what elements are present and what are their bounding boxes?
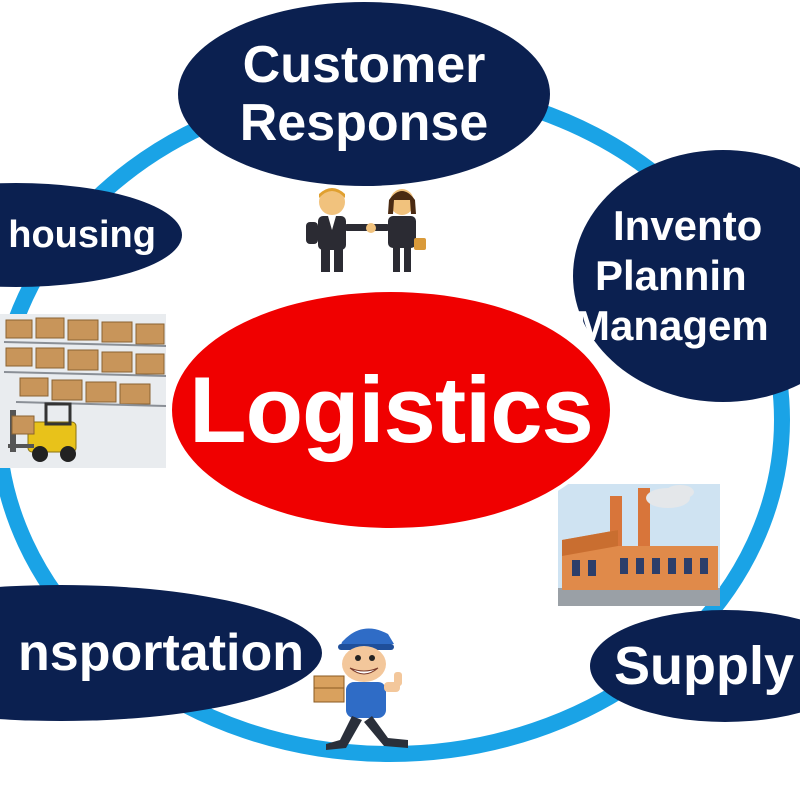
customer-response-node: Customer Response bbox=[178, 2, 550, 186]
inventory-planning-node: Invento Plannin Managem bbox=[573, 150, 800, 402]
customer-response-line1: Customer bbox=[242, 36, 486, 94]
delivery-man-illustration bbox=[313, 628, 408, 750]
warehouse-forklift-photo bbox=[0, 314, 166, 468]
supply-node: Supply bbox=[590, 610, 800, 722]
inventory-line2: Plannin bbox=[595, 252, 747, 299]
supply-label: Supply bbox=[614, 636, 795, 696]
warehousing-label: housing bbox=[8, 213, 156, 256]
logistics-label: Logistics bbox=[189, 357, 594, 462]
transportation-label: nsportation bbox=[18, 624, 304, 682]
inventory-line3: Managem bbox=[575, 302, 769, 349]
factory-illustration bbox=[558, 484, 720, 606]
logistics-center-node: Logistics bbox=[168, 288, 614, 532]
customer-response-line2: Response bbox=[239, 94, 489, 152]
inventory-line1: Invento bbox=[613, 202, 763, 249]
handshake-illustration bbox=[306, 188, 426, 272]
